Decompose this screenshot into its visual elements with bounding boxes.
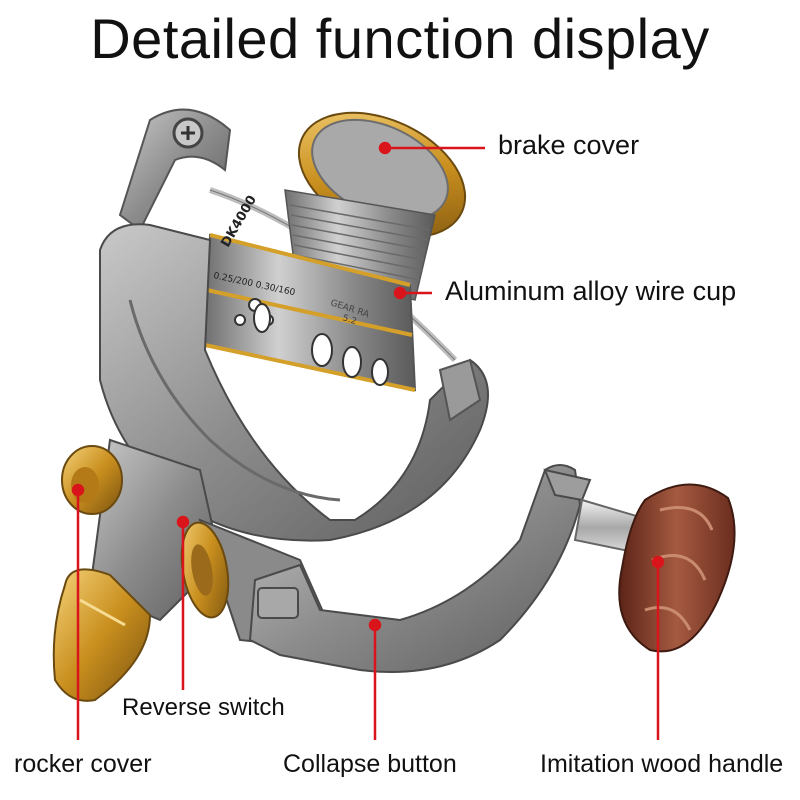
bail-arm bbox=[118, 108, 458, 363]
label-collapse-button: Collapse button bbox=[283, 750, 457, 778]
rear-drag-knob bbox=[61, 445, 123, 515]
page-title: Detailed function display bbox=[90, 7, 710, 70]
spool: DK4000 0.25/200 0.30/160 GEAR RA 5.2 bbox=[203, 111, 467, 392]
label-wire-cup: Aluminum alloy wire cup bbox=[445, 276, 737, 306]
side-dial bbox=[180, 521, 230, 619]
label-brake-cover: brake cover bbox=[498, 130, 640, 160]
label-wood-handle: Imitation wood handle bbox=[540, 750, 784, 778]
label-rocker-cover: rocker cover bbox=[14, 750, 152, 778]
leader-lines bbox=[71, 141, 665, 740]
label-reverse-switch: Reverse switch bbox=[122, 694, 285, 721]
wood-handle-knob bbox=[618, 483, 736, 653]
gear-ratio-value: 5.2 bbox=[341, 313, 358, 327]
